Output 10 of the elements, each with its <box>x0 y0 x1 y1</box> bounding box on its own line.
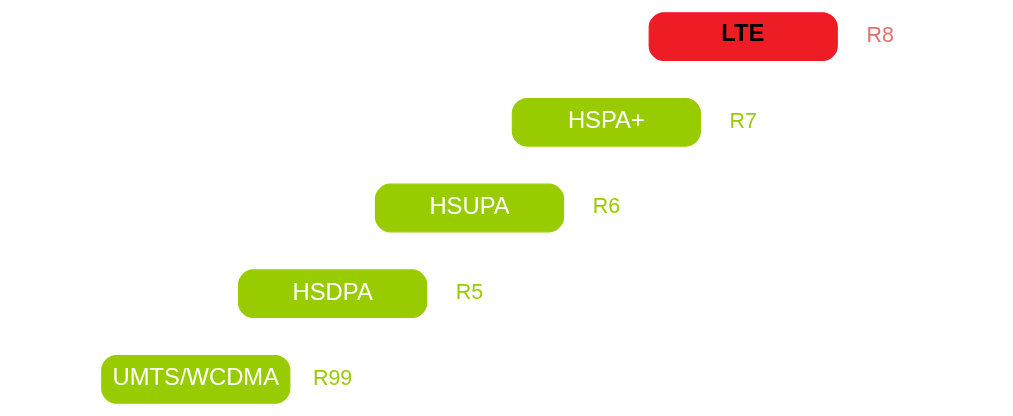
node-box: HSDPA <box>237 269 427 319</box>
node-label: R6 <box>592 194 620 219</box>
node-label: R5 <box>455 279 483 304</box>
node-box: UMTS/WCDMA <box>100 355 290 404</box>
node-label: R8 <box>865 22 894 47</box>
node-label: R99 <box>312 365 352 390</box>
node-box: HSPA+ <box>511 97 701 147</box>
node-box: HSUPA <box>374 183 564 233</box>
node-label: R7 <box>729 108 757 133</box>
node-box: LTE <box>648 12 838 61</box>
